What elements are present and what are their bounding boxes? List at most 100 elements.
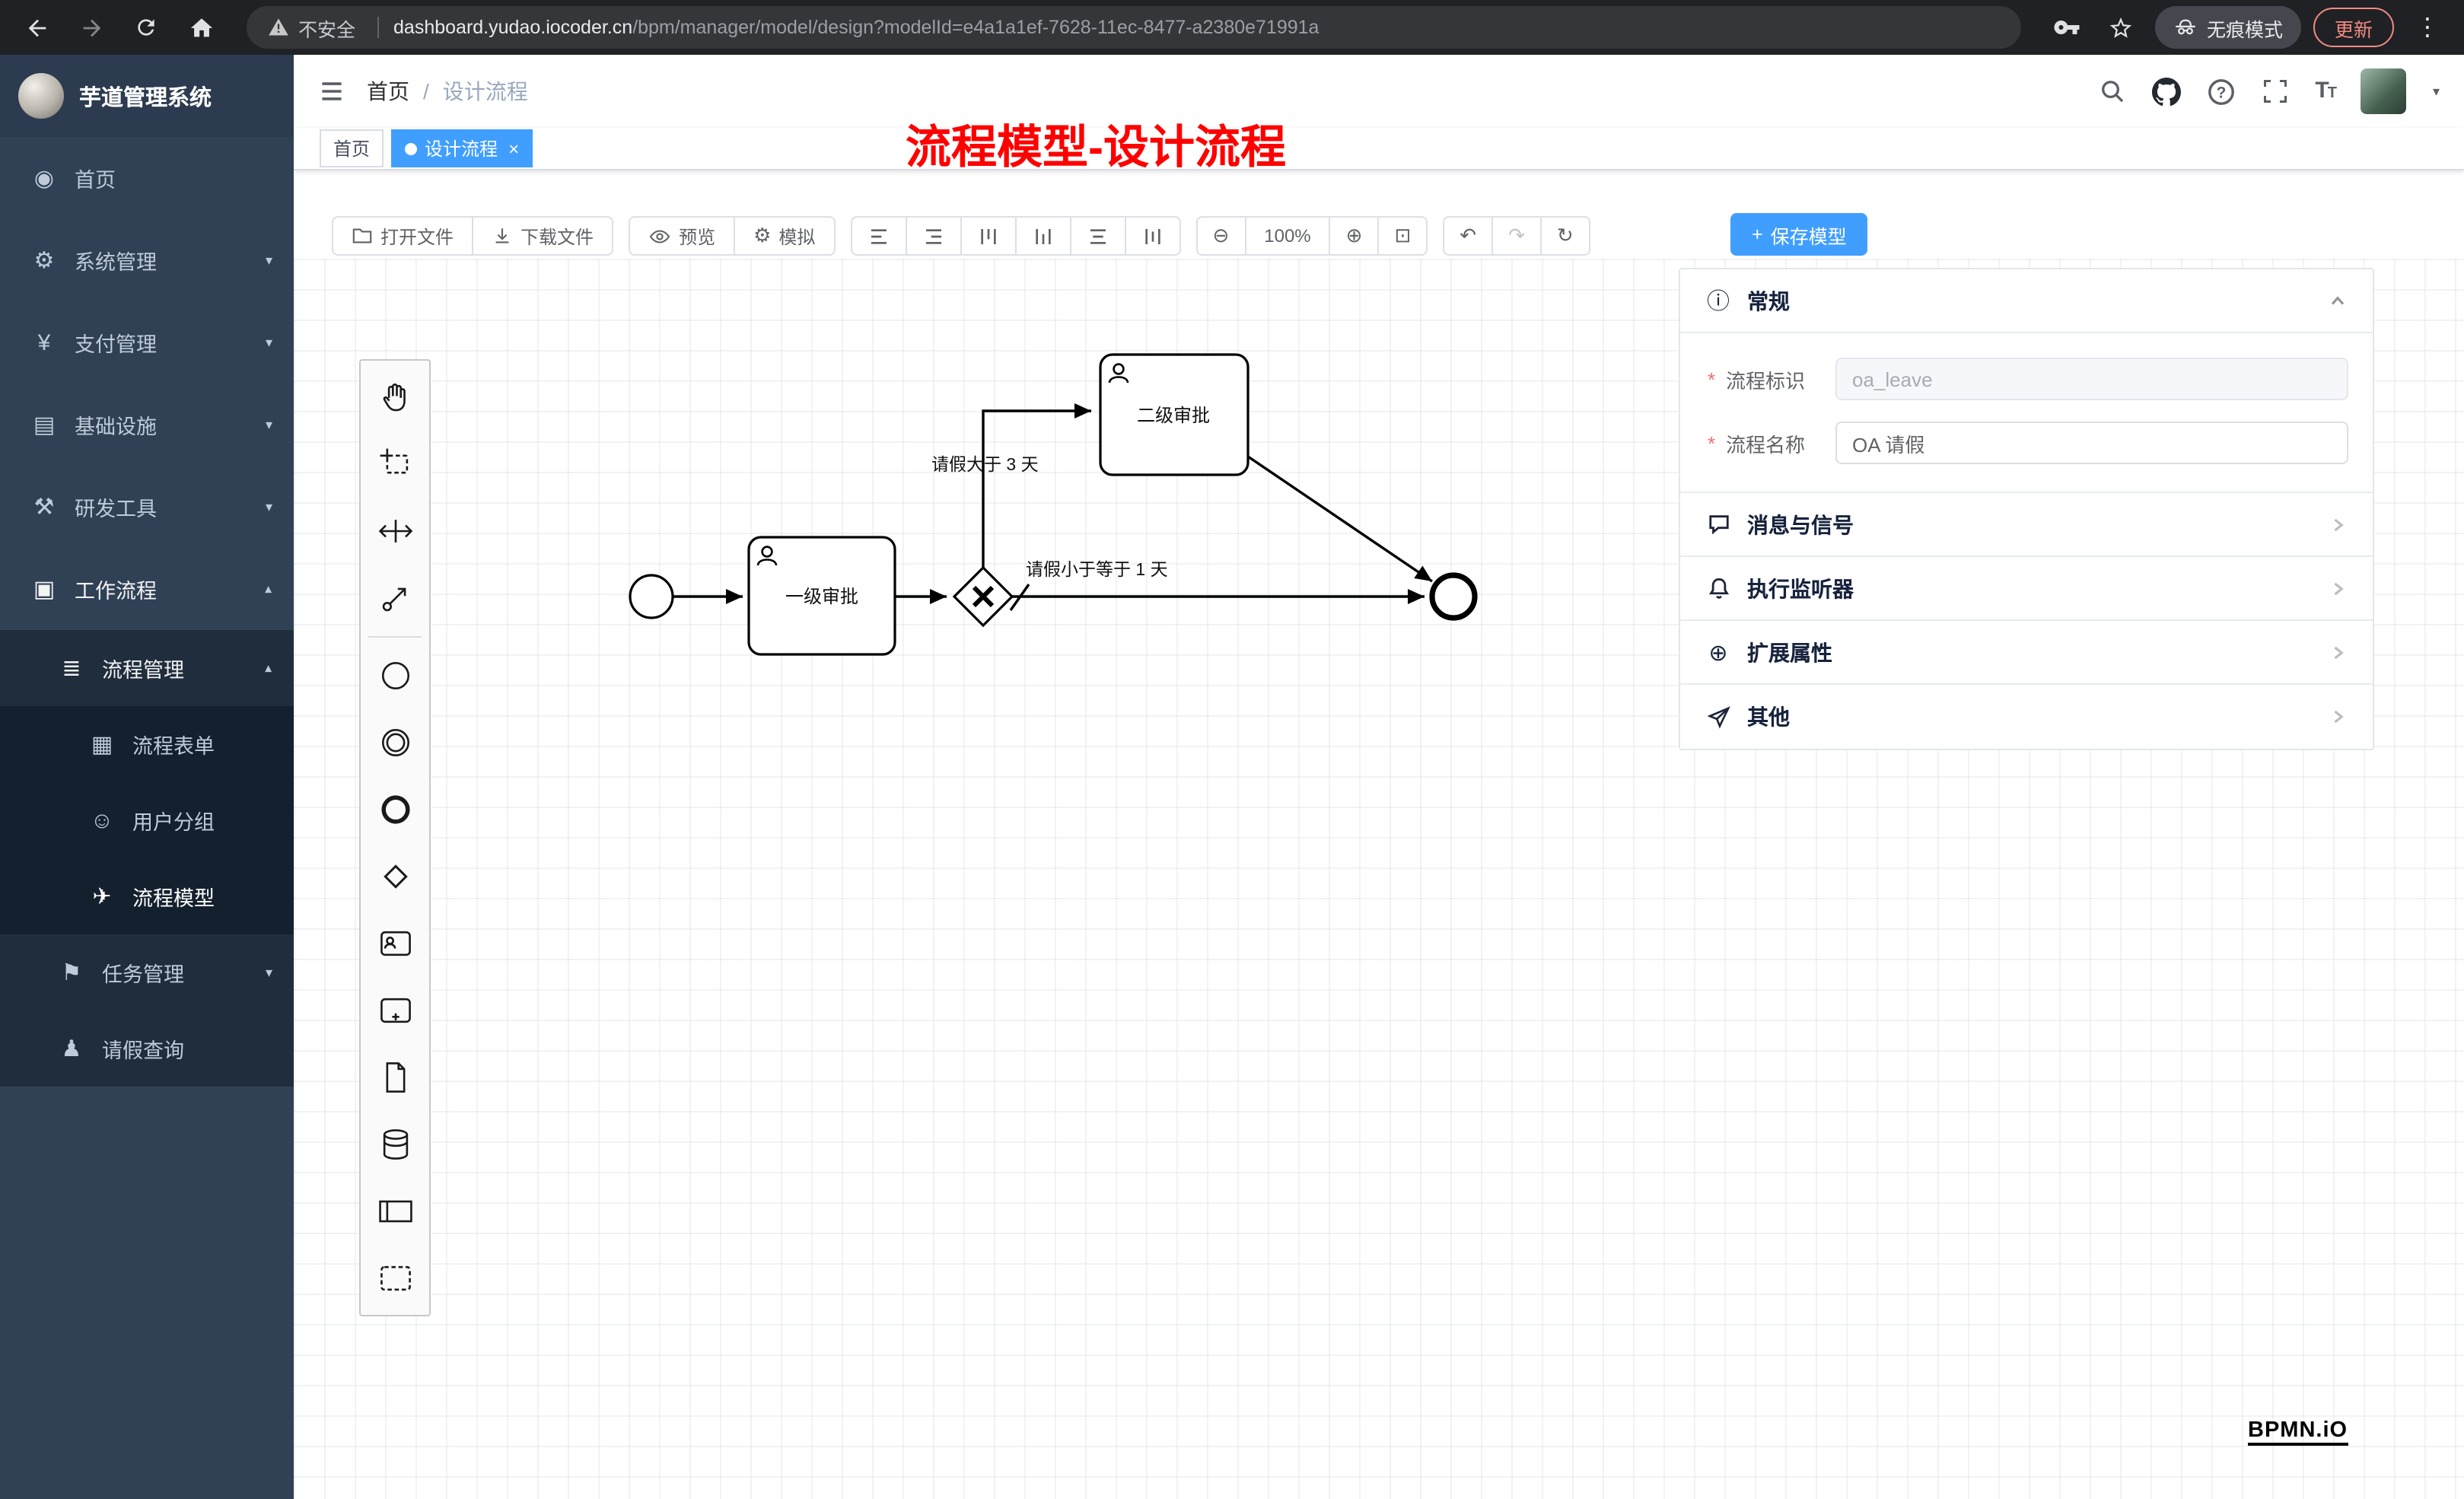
create-start-event[interactable] [361,642,429,709]
info-icon: ⓘ [1706,289,1730,315]
sidebar-item-infra[interactable]: ▤ 基础设施 ▾ [0,384,294,466]
sidebar-item-user-group[interactable]: ☺ 用户分组 [0,782,294,858]
fullscreen-icon[interactable] [2262,78,2289,105]
back-icon[interactable] [15,6,58,49]
password-key-icon[interactable] [2045,6,2088,49]
breadcrumb-home[interactable]: 首页 [367,79,409,103]
lasso-tool[interactable] [361,431,429,498]
tag-design-process[interactable]: 设计流程 × [391,129,533,167]
sidebar-item-process-mgmt[interactable]: ≣ 流程管理 ▾ [0,630,294,706]
reload-icon[interactable] [125,6,167,49]
condition-label-le[interactable]: 请假小于等于 1 天 [1026,559,1168,579]
section-messages-signals[interactable]: 消息与信号 [1680,493,2373,557]
close-tab-icon[interactable]: × [508,138,520,159]
url-path[interactable]: /bpm/manager/model/design?modelId=e4a1a1… [632,17,1320,38]
align-center-vertical-button[interactable] [1124,216,1181,256]
section-other[interactable]: 其他 [1680,685,2373,749]
open-file-button[interactable]: 打开文件 [332,216,474,256]
bookmark-star-icon[interactable] [2100,6,2143,49]
align-right-button[interactable] [905,216,962,256]
redo-button[interactable]: ↷ [1491,216,1542,256]
avatar-caret-icon[interactable]: ▾ [2432,83,2440,98]
process-name-input[interactable] [1835,422,2348,464]
forward-icon[interactable] [70,6,113,49]
create-end-event[interactable] [361,776,429,843]
sidebar-item-devtools[interactable]: ⚒ 研发工具 ▾ [0,466,294,548]
incognito-badge: 无痕模式 [2154,6,2301,49]
search-icon[interactable] [2099,78,2126,105]
bpmn-diagram[interactable]: 一级审批 二级审批 请假大 [294,259,2464,1499]
sidebar-logo[interactable]: 芋道管理系统 [0,55,294,137]
security-label[interactable]: 不安全 [298,19,356,40]
bell-icon [1705,577,1732,600]
bpmn-io-logo[interactable]: BPMN.iO [2248,1418,2348,1446]
zoom-out-button[interactable]: ⊖ [1195,216,1246,256]
align-center-horizontal-button[interactable] [1069,216,1126,256]
create-data-store[interactable] [361,1111,429,1178]
help-icon[interactable]: ? [2207,77,2236,106]
svg-text:一级审批: 一级审批 [785,587,858,607]
chrome-update-button[interactable]: 更新 [2313,8,2394,47]
sidebar-item-process-form[interactable]: ▦ 流程表单 [0,706,294,782]
user-task-level2[interactable]: 二级审批 [1099,353,1250,476]
avatar[interactable] [2361,68,2407,114]
address-bar[interactable]: 不安全 dashboard.yudao.iocoder.cn /bpm/mana… [247,6,2021,49]
create-group[interactable] [361,1245,429,1312]
github-icon[interactable] [2152,77,2182,106]
exclusive-gateway[interactable] [952,565,1014,628]
simulate-button[interactable]: ⚙ 模拟 [734,216,836,256]
sidebar-item-leave-query[interactable]: ♟ 请假查询 [0,1010,294,1087]
flow-gateway-to-task2[interactable] [982,403,1091,568]
zoom-in-button[interactable]: ⊕ [1329,216,1380,256]
font-size-icon[interactable]: TT [2315,78,2337,103]
section-extended-attributes[interactable]: ⊕ 扩展属性 [1680,621,2373,685]
browser-menu-icon[interactable]: ⋮ [2415,15,2440,41]
section-execution-listeners[interactable]: 执行监听器 [1680,557,2373,621]
create-user-task[interactable] [361,910,429,977]
align-left-button[interactable] [850,216,907,256]
create-gateway[interactable] [361,843,429,910]
create-data-object[interactable] [361,1044,429,1111]
url-host[interactable]: dashboard.yudao.iocoder.cn [393,17,633,38]
undo-button[interactable]: ↶ [1443,216,1494,256]
create-subprocess[interactable] [361,977,429,1044]
message-icon [1705,513,1732,536]
zoom-level-button[interactable]: 100% [1244,216,1331,256]
condition-label-gt[interactable]: 请假大于 3 天 [931,454,1039,474]
form-icon: ▦ [91,732,113,758]
space-tool[interactable] [361,498,429,565]
undo-icon: ↶ [1460,224,1477,247]
designer-canvas: 打开文件 下载文件 预览 ⚙ 模拟 [294,170,2464,1499]
align-bottom-button[interactable] [1014,216,1071,256]
sidebar-item-task-mgmt[interactable]: ⚑ 任务管理 ▾ [0,934,294,1010]
section-general[interactable]: ⓘ 常规 [1680,269,2373,333]
sidebar-item-process-model[interactable]: ✈ 流程模型 [0,858,294,934]
process-key-input[interactable] [1835,358,2348,400]
sidebar-item-payment[interactable]: ¥ 支付管理 ▾ [0,301,294,384]
restart-button[interactable]: ↻ [1539,216,1590,256]
tag-home[interactable]: 首页 [320,129,384,167]
global-connect-tool[interactable] [361,565,429,632]
folder-icon [352,228,372,243]
user-icon [756,546,778,566]
end-event[interactable] [1429,572,1478,621]
flow-task2-to-end[interactable] [1247,455,1433,583]
zoom-reset-button[interactable]: ⊡ [1377,216,1428,256]
bpmn-grid-canvas[interactable]: 一级审批 二级审批 请假大 [294,259,2464,1499]
home-icon[interactable] [180,6,222,49]
process-name-label: 流程名称 [1726,433,1806,456]
create-participant[interactable] [361,1178,429,1245]
preview-button[interactable]: 预览 [629,216,736,256]
save-model-button[interactable]: + 保存模型 [1730,213,1868,256]
sidebar-item-home[interactable]: ◉ 首页 [0,137,294,219]
user-task-level1[interactable]: 一级审批 [747,536,896,656]
download-file-button[interactable]: 下载文件 [472,216,614,256]
sidebar-item-system[interactable]: ⚙ 系统管理 ▾ [0,219,294,301]
hand-tool[interactable] [361,364,429,431]
sidebar-item-workflow[interactable]: ▣ 工作流程 ▾ [0,548,294,630]
start-event[interactable] [629,574,674,619]
palette-divider [368,636,422,638]
hamburger-icon[interactable] [318,78,345,105]
align-top-button[interactable] [960,216,1017,256]
create-intermediate-event[interactable] [361,709,429,776]
